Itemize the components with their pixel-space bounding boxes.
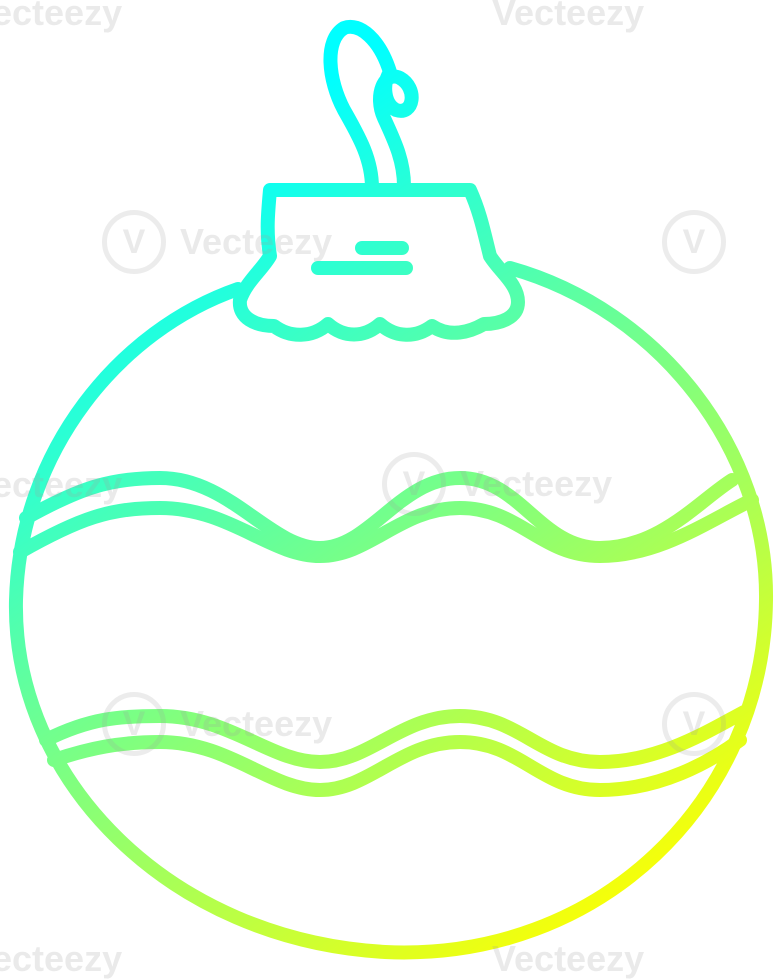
ornament-upper-wave-lower-edge [13,493,759,563]
ornament-hanging-loop [323,19,419,195]
ornament-cap-outline [232,183,525,342]
ornament-lower-wave [39,705,751,769]
ornament-ball-outline [8,261,774,960]
ornament-lower-wave-lower-edge [47,733,747,797]
ornament-upper-wave [19,471,739,555]
